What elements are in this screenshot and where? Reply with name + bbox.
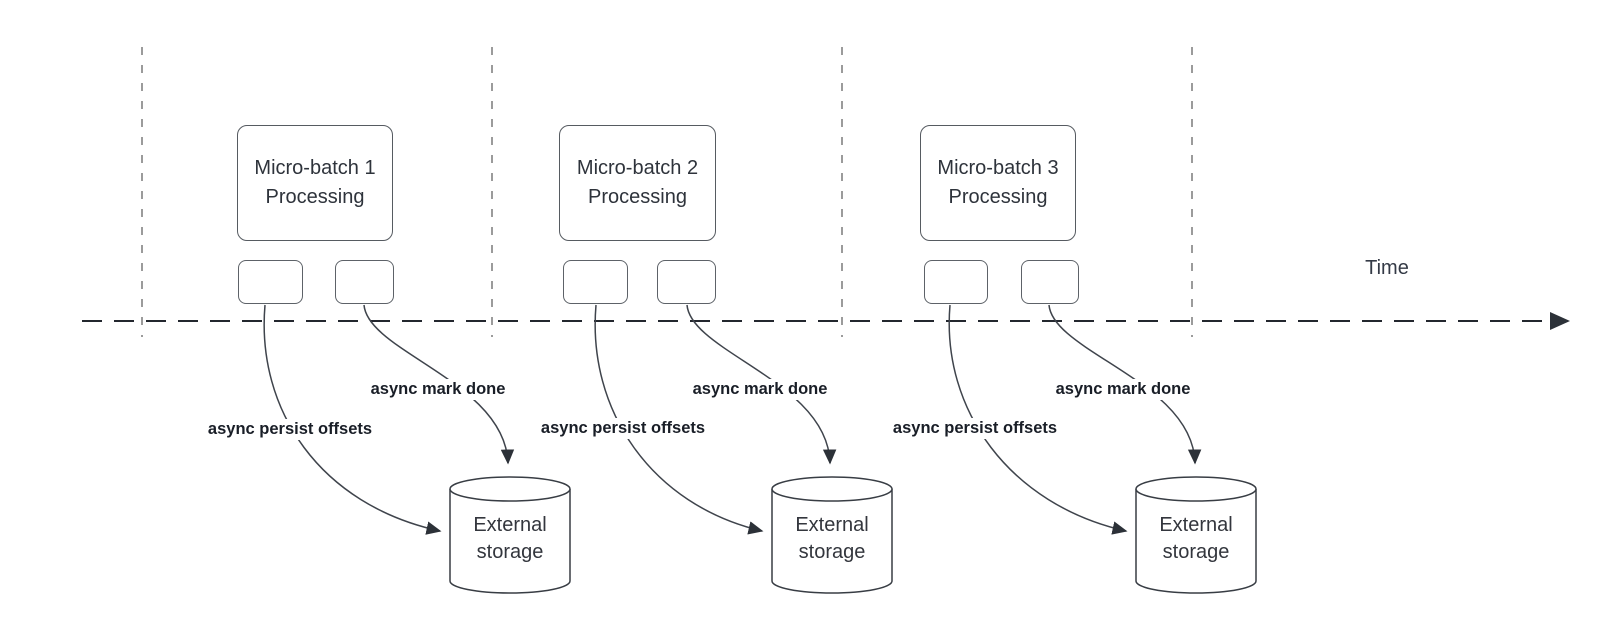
mark-done-arrow-3 [1048,304,1202,465]
mark-done-label-3: async mark done [1048,379,1198,400]
persist-task-node-2 [563,260,628,304]
persist-offsets-arrow-3 [948,304,1128,535]
persist-offsets-label-2: async persist offsets [528,418,718,439]
time-axis-label: Time [1365,257,1409,279]
micro-batch-2-box: Micro-batch 2 Processing [559,125,716,241]
persist-task-node-1 [238,260,303,304]
persist-offsets-arrow-1 [263,304,442,535]
micro-batch-3-box: Micro-batch 3 Processing [920,125,1076,241]
mark-done-task-node-1 [335,260,394,304]
mark-done-task-node-3 [1021,260,1079,304]
external-storage-label-3: External storage [1159,514,1233,563]
mark-done-arrow-1 [363,304,515,465]
micro-batch-3-label: Micro-batch 3 Processing [937,157,1059,208]
storage-cylinder-1 [449,476,571,594]
external-storage-label-1: External storage [473,514,547,563]
persist-task-node-3 [924,260,988,304]
external-storage-label-2: External storage [795,514,869,563]
storage-cylinder-3 [1135,476,1257,594]
mark-done-arrow-2 [686,304,837,465]
mark-done-label-1: async mark done [363,379,513,400]
persist-offsets-arrow-2 [594,304,764,535]
micro-batch-1-label: Micro-batch 1 Processing [254,157,376,208]
mark-done-task-node-2 [657,260,716,304]
time-guide-lines [141,47,1193,337]
persist-offsets-label-3: async persist offsets [880,418,1070,439]
micro-batch-1-box: Micro-batch 1 Processing [237,125,393,241]
persist-offsets-label-1: async persist offsets [195,419,385,440]
micro-batch-2-label: Micro-batch 2 Processing [576,157,699,208]
storage-cylinder-2 [771,476,893,594]
mark-done-label-2: async mark done [685,379,835,400]
